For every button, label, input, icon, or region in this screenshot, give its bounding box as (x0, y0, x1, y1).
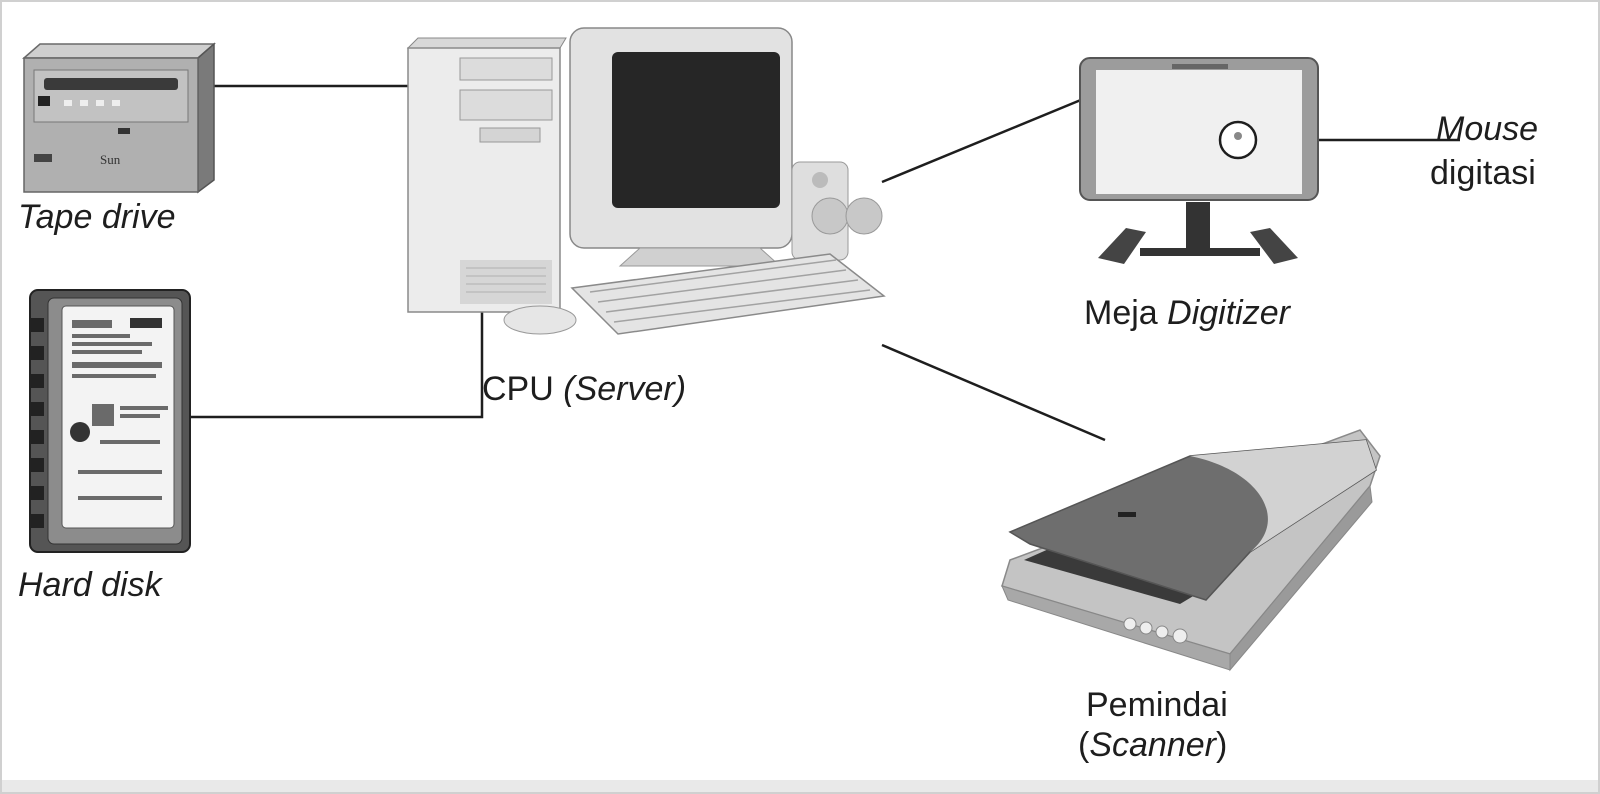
digitizer-label-prefix: Meja (1084, 294, 1158, 332)
digitizer-label: Meja Digitizer (1084, 294, 1290, 332)
svg-text:Sun: Sun (100, 152, 121, 167)
cpu-label-prefix: CPU (482, 370, 554, 408)
cpu-label: CPU (Server) (482, 370, 686, 408)
pc-server-icon (406, 27, 886, 335)
scanner-icon (1001, 429, 1381, 672)
tape-drive-icon: Sun (22, 42, 216, 194)
cpu-to-scanner-line (881, 343, 1106, 442)
scanner-label: Pemindai (1086, 686, 1228, 724)
mouse-digitasi-label: digitasi (1430, 154, 1536, 192)
hard-disk-icon (29, 289, 191, 553)
digitizer-label-name: Digitizer (1167, 294, 1290, 332)
scanner-label-en-text: Scanner (1089, 726, 1216, 764)
cpu-label-server: (Server) (563, 370, 687, 408)
tape-drive-label: Tape drive (18, 198, 176, 236)
hard-disk-label: Hard disk (18, 566, 162, 604)
harddisk-to-cpu-line (190, 300, 484, 419)
mouse-label: Mouse (1436, 110, 1539, 148)
cpu-to-digitizer-line (881, 88, 1106, 184)
scanner-label-en: (Scanner) (1078, 726, 1228, 764)
digitizer-table-icon (1079, 57, 1319, 264)
